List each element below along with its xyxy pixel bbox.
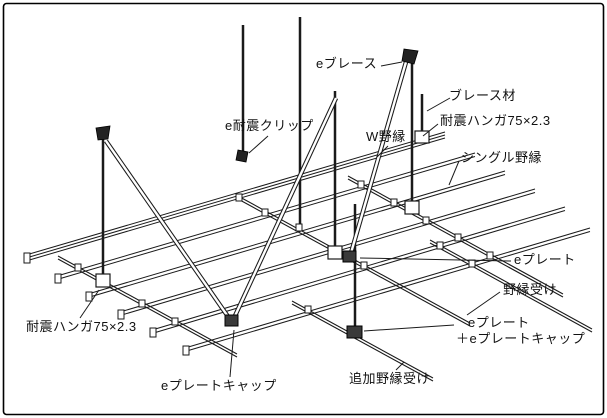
label-e-plate-combo-line2: ＋eプレートキャップ — [456, 331, 586, 346]
right-brace-clamp — [401, 48, 419, 65]
brace-clamps — [95, 48, 419, 163]
label-joist-receiver: 野縁受け — [503, 282, 558, 297]
label-additional-joist-receiver: 追加野縁受け — [349, 371, 431, 386]
grid-clips — [74, 180, 494, 326]
e-plate-cap-part — [224, 314, 239, 327]
plates — [224, 250, 363, 339]
label-seismic-hanger-left: 耐震ハンガ75×2.3 — [26, 319, 137, 334]
seismic-braces — [104, 61, 409, 320]
label-e-seismic-clip: e耐震クリップ — [225, 118, 314, 133]
e-plate-part — [342, 250, 357, 263]
label-e-plate-combo-line1: eプレート — [468, 315, 530, 330]
e-plate-with-cap-part — [346, 325, 363, 339]
label-w-joist: W野縁 — [366, 129, 406, 144]
label-e-brace: eブレース — [316, 56, 378, 71]
e-seismic-clip-part — [235, 149, 249, 163]
label-e-plate-cap: eプレートキャップ — [161, 378, 277, 393]
label-seismic-hanger-right: 耐震ハンガ75×2.3 — [440, 113, 551, 128]
seismic-hanger-left-part — [95, 273, 111, 288]
joist-end-sections — [23, 252, 190, 356]
label-brace-material: ブレース材 — [449, 88, 516, 103]
leader-lines — [79, 61, 512, 378]
label-e-plate: eプレート — [514, 252, 576, 267]
left-brace-clamp — [95, 125, 111, 141]
label-single-joist: シングル野縁 — [461, 150, 543, 165]
additional-carrying-channel — [291, 300, 434, 382]
hanger-rods — [101, 17, 424, 328]
ceiling-joists — [23, 131, 591, 356]
